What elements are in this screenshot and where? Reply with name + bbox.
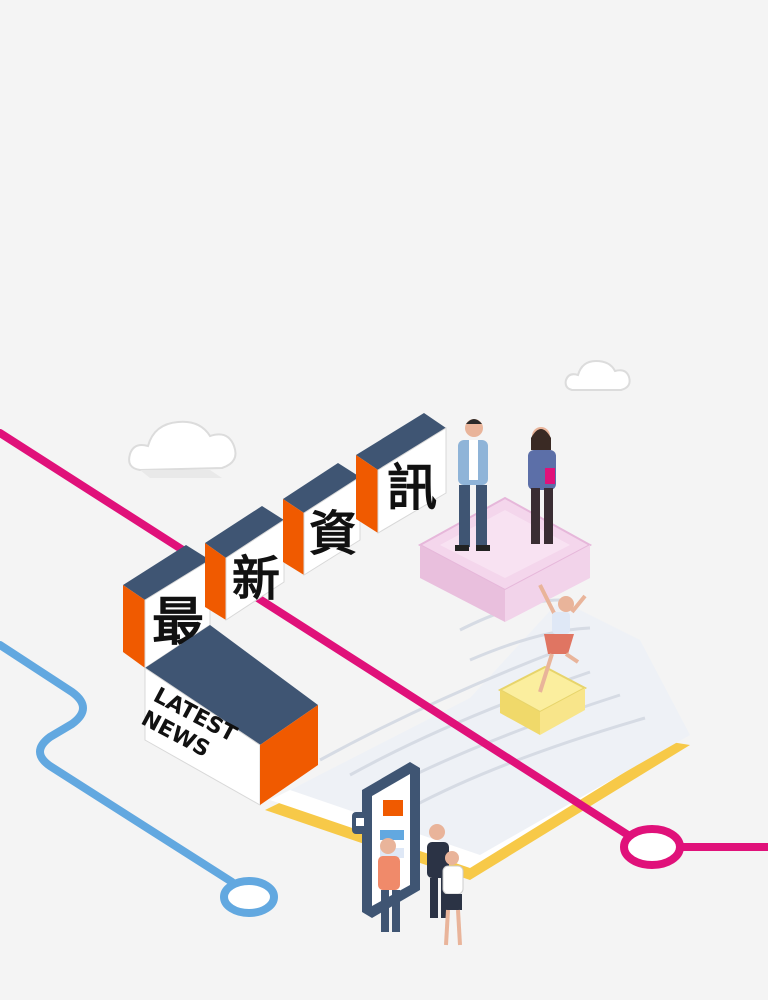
magenta-line: [0, 429, 632, 839]
team-group: [378, 824, 464, 946]
thumbs-up-icon: [352, 812, 368, 834]
magenta-line-station: [620, 825, 684, 869]
headline-blocks: 最 新 資 訊: [123, 413, 447, 669]
jumping-woman: [538, 584, 587, 693]
man-on-phone: [455, 419, 490, 551]
blue-line: [0, 641, 236, 886]
latest-news-block: LATEST NEWS: [137, 625, 318, 806]
woman-with-folder: [528, 427, 556, 544]
headline-char-4: 訊: [387, 458, 437, 517]
cloud-icon: [128, 420, 237, 478]
headline-char-2: 新: [232, 551, 280, 607]
headline-char-3: 資: [309, 506, 357, 562]
cloud-icon: [564, 359, 631, 391]
blue-line-station: [220, 877, 278, 917]
